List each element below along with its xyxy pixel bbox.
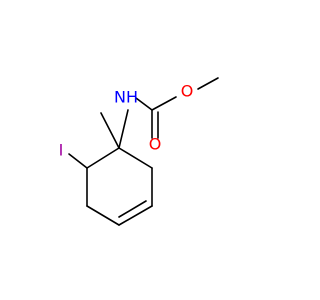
molecule-diagram: I NH O O xyxy=(59,77,219,226)
bond-c4-c5 xyxy=(86,205,120,226)
bond-carbonyl-ester-o xyxy=(151,96,177,111)
bond-c6-i xyxy=(68,153,88,169)
bond-c1-methyl xyxy=(100,112,120,149)
structure-canvas: I NH O O xyxy=(58,77,219,226)
bond-c1-c2 xyxy=(118,147,153,169)
bond-c3-c4-double xyxy=(118,200,147,218)
bond-c1-n xyxy=(118,109,129,149)
bond-ester-o-methyl xyxy=(197,77,219,90)
bond-c3-c4 xyxy=(118,205,153,226)
atom-ester-oxygen-label: O xyxy=(181,82,194,101)
atom-iodine-label: I xyxy=(59,141,64,160)
bond-n-carbonyl xyxy=(135,97,153,111)
atom-carbonyl-oxygen-label: O xyxy=(149,135,162,154)
atom-nitrogen-label: NH xyxy=(114,88,138,107)
bond-c6-c1 xyxy=(86,147,120,169)
